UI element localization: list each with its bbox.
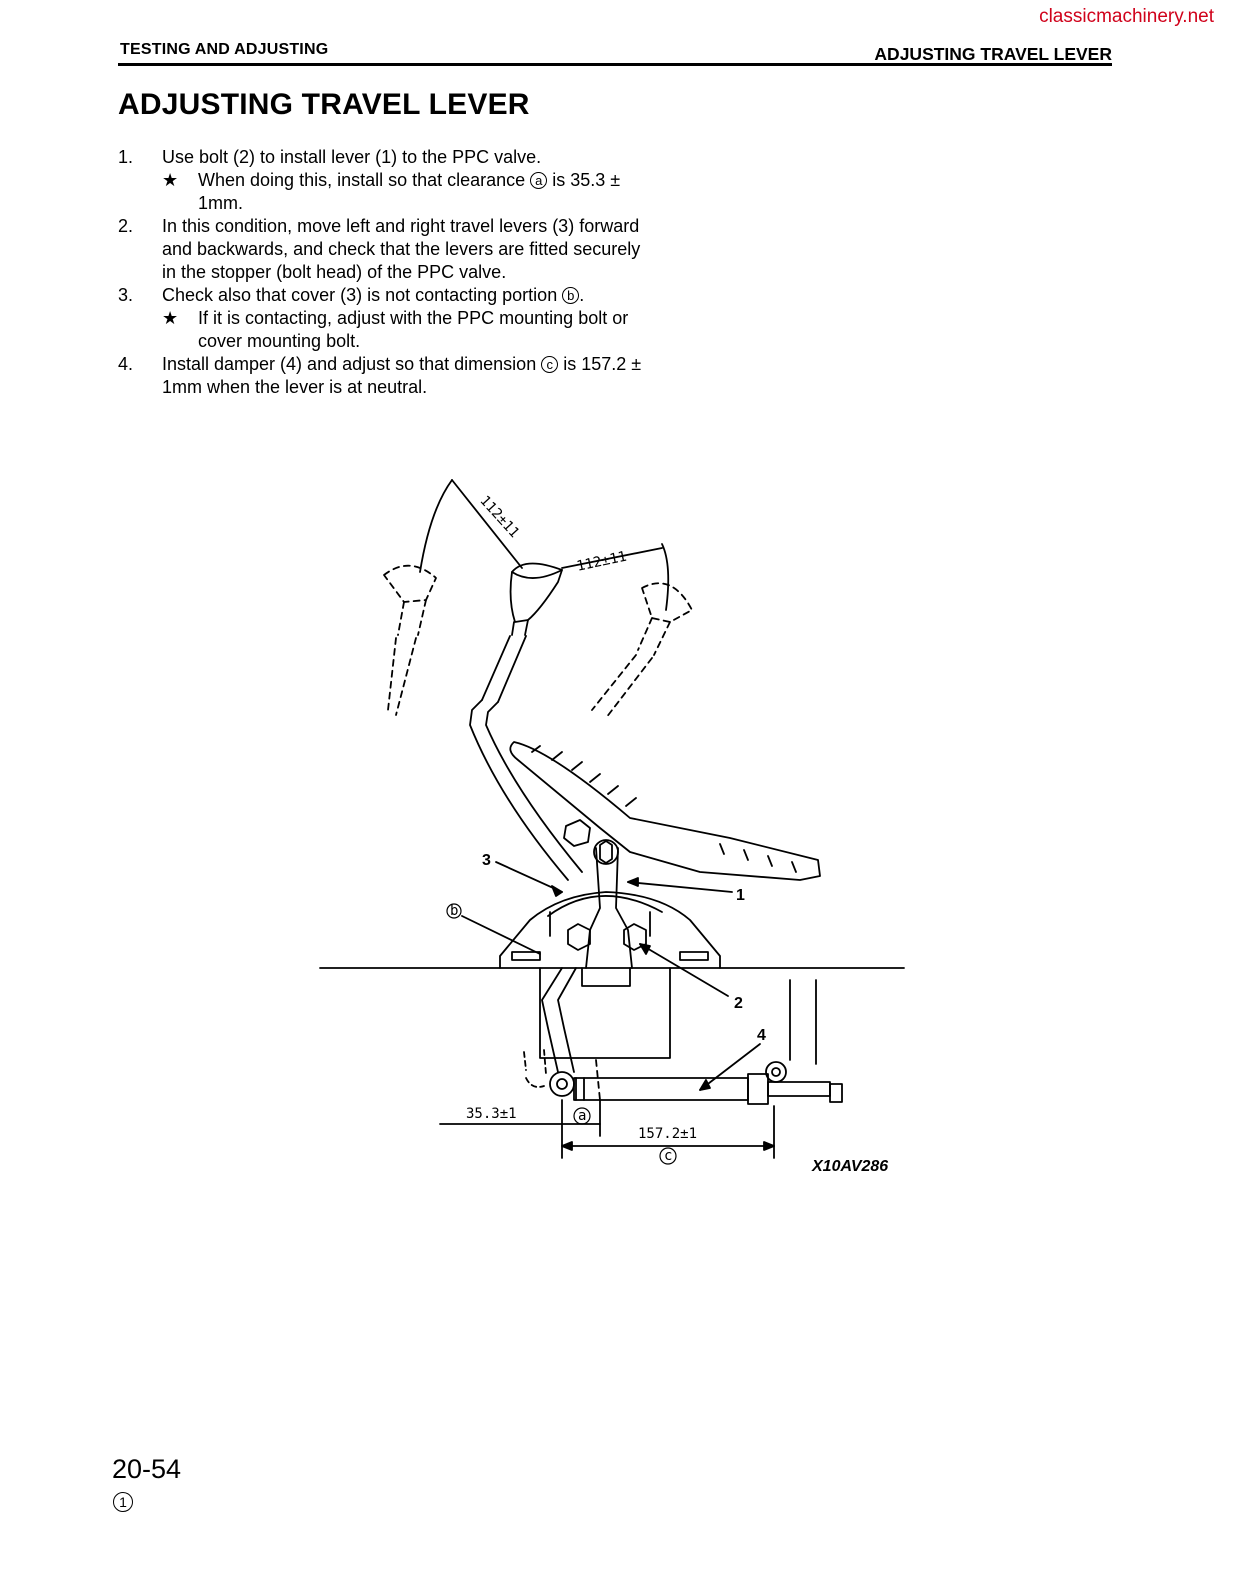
damper-clamp bbox=[747, 1073, 769, 1105]
note-text-after: is 35.3 ± 1mm. bbox=[198, 170, 621, 213]
step-1-note-wrap: ★ When doing this, install so that clear… bbox=[118, 169, 658, 215]
step-text-after: . bbox=[579, 285, 585, 305]
step-number: 2. bbox=[118, 216, 134, 236]
ppc-cover bbox=[499, 891, 721, 969]
step-2: 2. In this condition, move left and righ… bbox=[118, 215, 658, 284]
valve-spool bbox=[581, 967, 631, 987]
lever-ghost-forward bbox=[591, 582, 693, 719]
header-section: TESTING AND ADJUSTING bbox=[120, 41, 329, 58]
leader-1 bbox=[627, 881, 733, 893]
bracket bbox=[789, 979, 817, 1065]
star-icon: ★ bbox=[162, 308, 179, 328]
header-topic: ADJUSTING TRAVEL LEVER bbox=[874, 44, 1112, 64]
figure-code: X10AV286 bbox=[812, 1158, 889, 1175]
mark-c-circle bbox=[659, 1147, 677, 1165]
dim-angle-label-2: 112±11 bbox=[575, 549, 628, 575]
lever-knob bbox=[509, 562, 563, 623]
lower-link-ghost bbox=[523, 1049, 547, 1088]
step-text-after: is 157.2 ± 1mm when the lever is at neut… bbox=[162, 354, 642, 397]
dim-c-arrows bbox=[561, 1141, 775, 1151]
step-text: Use bolt (2) to install lever (1) to the… bbox=[162, 147, 542, 167]
mark-c-label: c bbox=[664, 1148, 672, 1164]
lower-link bbox=[541, 967, 577, 1073]
page-number: 20-54 bbox=[112, 1454, 182, 1484]
leader-2-arrow bbox=[639, 943, 651, 955]
valve-body bbox=[539, 967, 671, 1059]
lever-1-pivot bbox=[593, 839, 619, 865]
part-label-3: 3 bbox=[482, 852, 491, 869]
leader-1-arrow bbox=[627, 877, 639, 887]
mark-b-circle bbox=[446, 903, 462, 919]
watermark: classicmachinery.net bbox=[1039, 6, 1214, 27]
mark-a-circle bbox=[573, 1107, 591, 1125]
step-text-before: Install damper (4) and adjust so that di… bbox=[162, 354, 542, 374]
step-text: In this condition, move left and right t… bbox=[162, 216, 641, 282]
leader-2 bbox=[639, 943, 729, 997]
circled-mark-b: b bbox=[562, 287, 580, 304]
cover-arc bbox=[547, 895, 663, 917]
stopper-bolt bbox=[563, 819, 591, 847]
step-number: 1. bbox=[118, 147, 134, 167]
part-label-4: 4 bbox=[757, 1027, 766, 1044]
angle-arc-left bbox=[419, 479, 453, 573]
circled-mark-c: c bbox=[541, 356, 559, 373]
lever-knob-rim bbox=[511, 569, 563, 579]
page-title: ADJUSTING TRAVEL LEVER bbox=[118, 88, 530, 121]
angle-arc-right bbox=[661, 543, 670, 611]
damper-pin-left bbox=[556, 1078, 568, 1090]
step-1-note: ★ When doing this, install so that clear… bbox=[162, 169, 658, 215]
damper-cap bbox=[829, 1083, 843, 1103]
step-number: 4. bbox=[118, 354, 134, 374]
step-number: 3. bbox=[118, 285, 134, 305]
pedal-treads bbox=[531, 745, 797, 873]
leader-3 bbox=[495, 861, 563, 893]
mounting-bolts bbox=[511, 951, 709, 961]
lever-shaft-top bbox=[511, 619, 529, 636]
leader-3-arrow bbox=[551, 885, 563, 897]
revision-mark: 1 bbox=[113, 1492, 133, 1512]
bolt-2-left bbox=[567, 923, 591, 951]
center-line bbox=[595, 1059, 601, 1101]
step-text-before: Check also that cover (3) is not contact… bbox=[162, 285, 563, 305]
mark-a-label: a bbox=[578, 1108, 586, 1124]
star-icon: ★ bbox=[162, 170, 179, 190]
procedure-steps: 1. Use bolt (2) to install lever (1) to … bbox=[118, 146, 658, 399]
angle-leader-right bbox=[561, 547, 663, 569]
pedal bbox=[509, 741, 821, 881]
angle-leader-left bbox=[451, 479, 523, 569]
lever-ghost-back bbox=[383, 564, 437, 716]
damper-rod bbox=[767, 1081, 831, 1097]
circled-mark-a: a bbox=[530, 172, 548, 189]
part-label-1: 1 bbox=[736, 887, 745, 904]
step-3-note: ★ If it is contacting, adjust with the P… bbox=[162, 307, 658, 353]
damper-eye-right bbox=[765, 1061, 787, 1083]
part-label-2: 2 bbox=[734, 995, 743, 1012]
bolt-2 bbox=[623, 923, 647, 951]
leader-4 bbox=[699, 1043, 761, 1091]
lever-1 bbox=[585, 847, 633, 969]
damper-end bbox=[575, 1077, 585, 1101]
mark-b-label: b bbox=[450, 903, 458, 919]
step-3: 3. Check also that cover (3) is not cont… bbox=[118, 284, 658, 307]
damper-pin-right bbox=[771, 1067, 781, 1077]
dim-c-label: 157.2±1 bbox=[638, 1126, 697, 1142]
dim-angle-label-1: 112±11 bbox=[476, 493, 522, 541]
travel-lever-diagram: 112±11 112±11 3 1 2 4 b a c 35.3±1 157.2… bbox=[319, 479, 905, 1165]
step-1: 1. Use bolt (2) to install lever (1) to … bbox=[118, 146, 658, 169]
header-rule bbox=[118, 63, 1112, 66]
step-3-note-wrap: ★ If it is contacting, adjust with the P… bbox=[118, 307, 658, 353]
note-text: If it is contacting, adjust with the PPC… bbox=[198, 308, 629, 351]
step-4: 4. Install damper (4) and adjust so that… bbox=[118, 353, 658, 399]
leader-4-arrow bbox=[699, 1079, 711, 1091]
lever-1-nut bbox=[599, 840, 613, 864]
lever-shaft bbox=[481, 635, 527, 703]
damper-eye-left bbox=[549, 1071, 575, 1097]
cover-ribs bbox=[549, 911, 651, 937]
leader-b bbox=[461, 915, 541, 955]
lever-rod bbox=[469, 699, 583, 881]
dim-a-label: 35.3±1 bbox=[466, 1106, 517, 1122]
note-text-before: When doing this, install so that clearan… bbox=[198, 170, 531, 190]
